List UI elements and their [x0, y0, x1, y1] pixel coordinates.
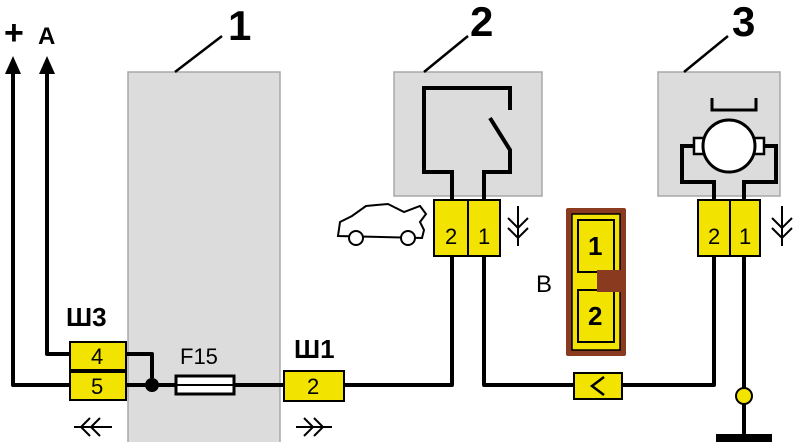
ground-point — [735, 387, 753, 405]
switch-icon — [422, 86, 512, 200]
sh3-pin-4: 4 — [91, 344, 103, 369]
sh1-pin-2: 2 — [307, 374, 319, 399]
switch-connector — [433, 199, 501, 257]
block-3-label: 3 — [732, 0, 755, 45]
plug-socket-right-icon — [296, 417, 332, 437]
wires — [11, 70, 746, 437]
arrow-up-a-icon — [39, 56, 55, 74]
car-trunk-open-icon — [336, 202, 428, 246]
plug-socket-left-icon — [74, 417, 112, 437]
lamp-icon — [680, 98, 778, 200]
b-pin-2: 2 — [588, 301, 602, 331]
harness-plug-icon — [507, 206, 529, 246]
block-2-leader — [423, 35, 469, 73]
inline-connector — [573, 372, 623, 400]
harness-plug-lamp-icon — [771, 206, 793, 246]
a-label: A — [38, 23, 55, 50]
connector-sh1 — [283, 370, 345, 402]
lamp-pin-1: 1 — [739, 224, 751, 249]
block-2-body — [393, 71, 543, 197]
junction-node — [145, 378, 159, 392]
sh3-pin-5: 5 — [91, 374, 103, 399]
plus-label: + — [4, 14, 24, 52]
block-2-label: 2 — [470, 0, 493, 45]
inline-connector-chevron-icon — [589, 376, 605, 396]
switch-pin-1: 1 — [478, 224, 490, 249]
connector-b-diagram — [566, 208, 626, 356]
lamp-pin-2: 2 — [708, 224, 720, 249]
arrow-up-plus-icon — [5, 56, 21, 74]
b-label: B — [536, 271, 552, 298]
lamp-connector — [697, 199, 761, 257]
block-3-leader — [683, 35, 729, 73]
connector-sh1-label: Ш1 — [294, 334, 335, 364]
ground-icon — [716, 434, 772, 442]
connector-sh3 — [69, 341, 127, 401]
switch-pin-2: 2 — [445, 224, 457, 249]
connector-sh3-label: Ш3 — [66, 302, 107, 332]
b-pin-1: 1 — [588, 231, 602, 261]
fuse-label: F15 — [180, 344, 218, 369]
block-1-label: 1 — [228, 2, 251, 49]
block-1-leader — [174, 35, 223, 73]
